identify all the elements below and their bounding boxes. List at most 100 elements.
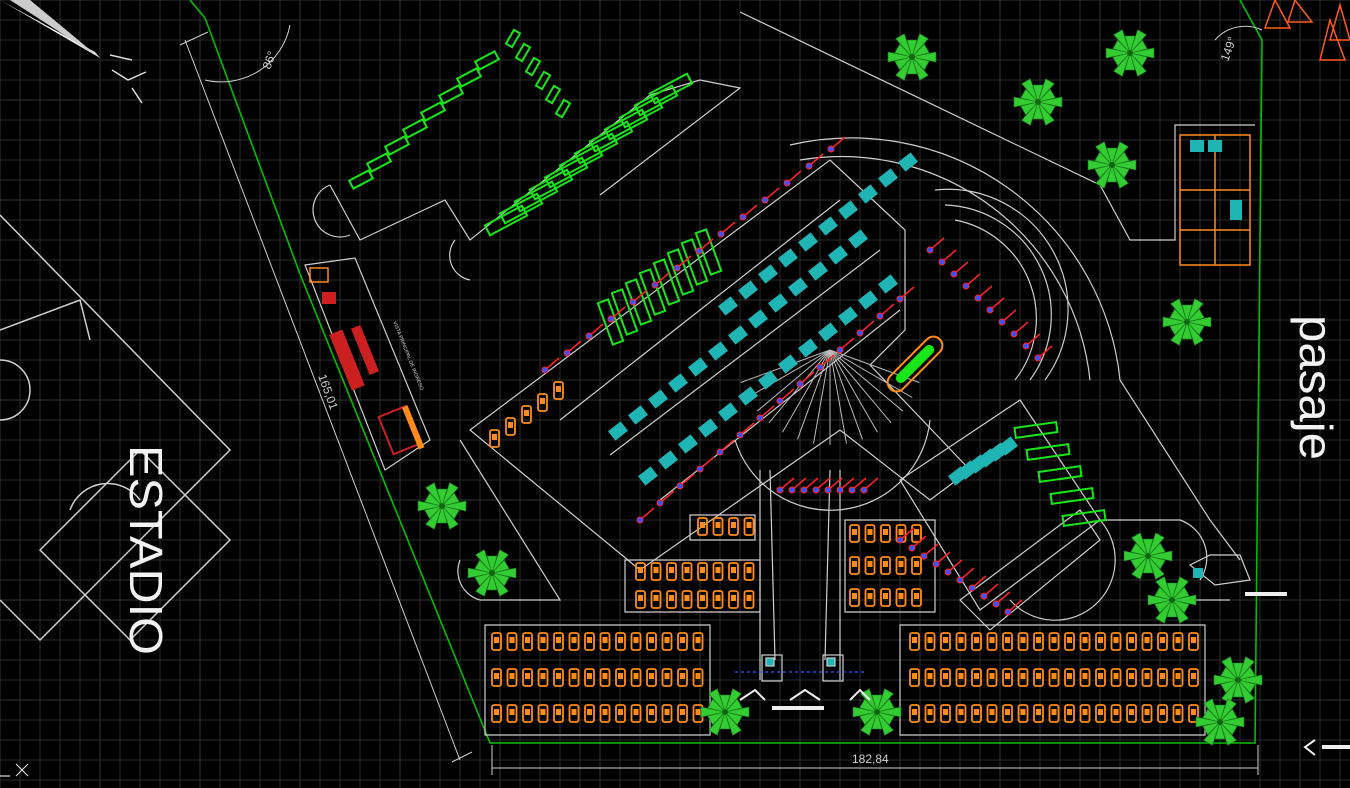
palm-frond xyxy=(1094,164,1113,179)
palm-frond xyxy=(708,688,726,713)
marker-dot xyxy=(908,544,916,552)
parking-car xyxy=(715,567,721,573)
parking-stall xyxy=(522,632,533,651)
parking-stall xyxy=(1017,668,1029,687)
parking-car xyxy=(1191,709,1196,715)
marker-dot xyxy=(998,318,1006,326)
palm-frond xyxy=(1214,704,1226,724)
parking-car xyxy=(1082,673,1088,679)
palm-frond xyxy=(1232,678,1244,698)
bus-bay xyxy=(1037,464,1083,484)
parking-stall xyxy=(505,417,516,436)
palm-frond xyxy=(1169,308,1188,323)
parking-car xyxy=(867,593,873,599)
bus-bay xyxy=(514,42,532,63)
parking-car xyxy=(540,398,545,404)
parking-stall xyxy=(911,556,922,575)
parking-stall xyxy=(909,668,920,687)
parking-stall xyxy=(1017,704,1029,723)
palm-frond xyxy=(871,710,883,730)
parking-stall xyxy=(646,632,657,651)
parking-stall xyxy=(489,429,500,448)
parking-stall xyxy=(584,632,595,651)
parking-car xyxy=(1144,637,1150,643)
parking-stall xyxy=(615,632,626,651)
palm-frond xyxy=(1147,542,1166,557)
parking-car xyxy=(989,637,995,643)
parking-stall xyxy=(743,517,755,536)
parking-stall xyxy=(1110,632,1122,651)
bus-bay xyxy=(618,96,664,129)
bus-bay xyxy=(524,56,542,77)
palm-frond xyxy=(467,567,493,579)
palm-frond xyxy=(859,698,878,713)
palm-frond xyxy=(1186,321,1204,346)
marker-dot xyxy=(796,380,804,388)
parking-car xyxy=(649,637,654,643)
palm-frond xyxy=(1147,555,1166,570)
parking-car xyxy=(883,593,888,599)
palm-frond xyxy=(1142,538,1154,558)
palm-frond xyxy=(491,572,510,587)
marker-dot xyxy=(673,264,681,272)
palm-frond xyxy=(1147,550,1173,562)
parking-car xyxy=(912,709,917,715)
palm-frond xyxy=(724,706,750,718)
bus-bays xyxy=(347,28,1107,528)
palm-frond xyxy=(911,51,937,63)
parking-car xyxy=(700,567,705,573)
palm-tree-icon xyxy=(417,482,467,530)
palm-frond xyxy=(1111,164,1129,189)
palm-frond xyxy=(1130,555,1149,570)
bus-bay xyxy=(401,118,429,139)
marker-dot xyxy=(541,366,549,374)
palm-trunk xyxy=(1035,99,1041,105)
parking-stall xyxy=(880,588,891,607)
parking-car xyxy=(989,709,995,715)
palm-frond xyxy=(1219,708,1238,723)
platform-block xyxy=(698,418,718,438)
platform-block xyxy=(668,373,688,393)
parking-car xyxy=(1191,637,1196,643)
side-text: VISTA PRINCIPAL DE INGRESO xyxy=(391,321,424,392)
parking-stall xyxy=(1095,704,1106,723)
marker-dot xyxy=(1034,354,1042,362)
marker-dot xyxy=(896,295,904,303)
parking-stall xyxy=(506,632,518,651)
palm-trunk xyxy=(1109,162,1115,168)
parking-stall xyxy=(986,704,998,723)
parking-stall xyxy=(940,704,951,723)
parking-car xyxy=(883,529,888,535)
parking-car xyxy=(494,709,499,715)
parking-stall xyxy=(1126,632,1137,651)
marker-dot xyxy=(944,568,952,576)
parking-stall xyxy=(677,668,688,687)
marker-dot xyxy=(563,349,571,357)
palm-frond xyxy=(895,33,913,58)
palm-frond xyxy=(1237,666,1256,681)
parking-car xyxy=(633,709,639,715)
palm-frond xyxy=(1237,674,1263,686)
palm-frond xyxy=(1186,298,1204,323)
parking-car xyxy=(1036,637,1041,643)
palm-frond xyxy=(1124,51,1136,71)
parking-stall xyxy=(1126,704,1137,723)
parking-stall xyxy=(650,562,662,581)
marker-dot xyxy=(756,414,764,422)
palm-frond xyxy=(911,56,930,71)
parking-car xyxy=(509,709,515,715)
parking-car xyxy=(700,595,705,601)
palm-frond xyxy=(1037,78,1055,103)
parking-stall xyxy=(630,632,642,651)
platform-block xyxy=(678,434,698,454)
parking-car xyxy=(1036,673,1041,679)
palm-frond xyxy=(1142,554,1154,574)
parking-car xyxy=(680,637,685,643)
palm-frond xyxy=(1147,594,1173,606)
bus-bay xyxy=(1025,442,1071,462)
parking-car xyxy=(571,709,577,715)
crosshair-icon[interactable] xyxy=(0,763,29,777)
parking-stall xyxy=(537,632,549,651)
palm-frond xyxy=(1166,582,1178,602)
